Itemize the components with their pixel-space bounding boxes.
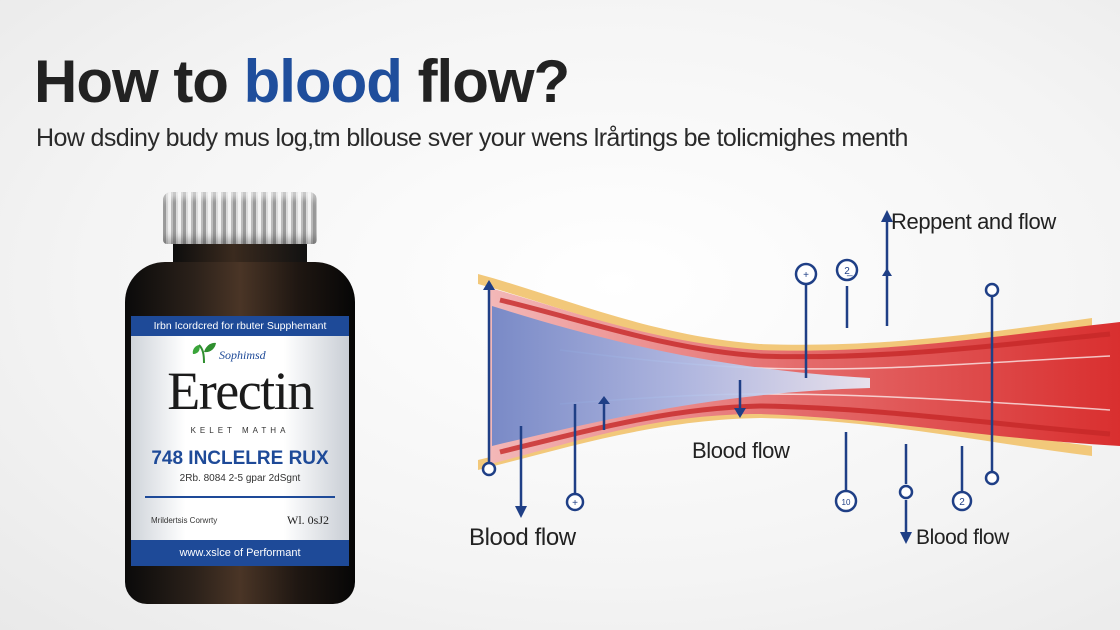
marker-2-bottom-text: 2 [959,497,965,508]
blood-vessel-diagram: + 2̲ + 10 2 [478,210,1120,544]
marker-2-top [835,258,859,282]
supplement-bottle: Irbn Icordcred for rbuter Supphemant Sop… [125,192,355,604]
brand-name: Erectin [167,361,314,421]
vessel-wall-top [478,274,1092,353]
brand-tagline: KELET MATHA [190,426,290,435]
arrow-down-right [900,532,912,544]
arrow-up-top [881,210,893,222]
subtitle: How dsdiny budy mus log,tm bllouse sver … [36,124,908,152]
marker-plus-bottom-text: + [572,498,578,509]
product-subline: 2Rb. 8084 2-5 gpar 2dSgnt [179,473,301,484]
marker-10 [834,489,858,513]
arrow-up-mid [882,268,892,276]
marker-plus-bottom-left [565,492,585,512]
label-blood-flow-middle: Blood flow [692,438,790,463]
label-top-band: Irbn Icordcred for rbuter Supphemant [131,316,349,336]
label-footer-right: Wl. 0sJ2 [287,513,329,527]
arrow-up-left [483,280,495,290]
leaf-icon [192,342,216,364]
marker-10-text: 10 [842,498,851,507]
headline-part-2: flow? [401,48,571,115]
marker-2-bottom [951,490,973,512]
headline-part-1: How to [34,48,244,115]
brand-small-text: Sophimsd [219,348,266,362]
marker-2-top-text: 2̲ [844,266,853,277]
label-blood-flow-right: Blood flow [916,526,1009,549]
arrow-down-left [515,506,527,518]
headline-accent: blood [243,48,403,115]
marker-plus-top-text: + [803,270,809,281]
bottle-label: Irbn Icordcred for rbuter Supphemant Sop… [131,316,349,566]
blood-flow-stream [492,306,870,446]
product-line: 748 INCLELRE RUX [151,448,329,469]
bottle-cap [163,192,317,244]
label-reppent-and-flow: Reppent and flow [891,209,1056,234]
label-footer-left: Mrildertsis Corwrty [151,516,218,525]
label-bottom-band: www.xslce of Performant [131,540,349,566]
label-rule [145,496,335,498]
arrow-down-mid [734,408,746,418]
label-blood-flow-left: Blood flow [469,524,576,551]
headline: How to blood flow? [34,52,570,112]
marker-plus-top [794,262,818,286]
